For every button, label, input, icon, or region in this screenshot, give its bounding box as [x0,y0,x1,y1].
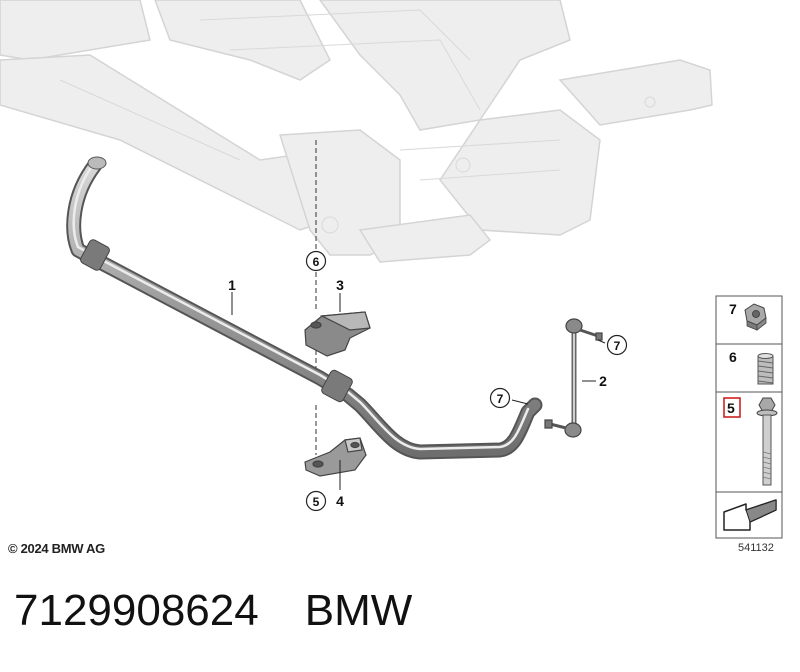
front-axle-subframe [0,0,713,263]
callout-4: 4 [336,493,344,509]
legend-panel: 7 6 [715,295,783,539]
bracket [304,437,367,477]
hex-bolt-icon [756,397,778,486]
svg-text:7: 7 [614,339,621,353]
callout-5-circled: 5 [305,490,327,512]
callout-6-circled: 6 [305,250,327,272]
svg-text:2: 2 [599,373,607,389]
legend-item-7: 7 [729,301,767,331]
stabilizer-link [544,318,603,438]
stabilizer-bar [66,156,543,460]
callout-7-circled-link-bottom: 7 [489,387,511,409]
svg-text:6: 6 [313,255,320,269]
footer: 7129908624 BMW [14,586,412,636]
part-number: 7129908624 [14,586,259,635]
svg-text:6: 6 [729,349,737,365]
svg-text:7: 7 [729,301,737,317]
svg-text:7: 7 [497,392,504,406]
rubber-mounting [304,311,371,357]
arrow-corner-icon [723,499,777,531]
copyright-notice: © 2024 BMW AG [8,541,105,556]
diagram-id: 541132 [738,542,774,554]
brand-name: BMW [304,586,413,635]
svg-text:5: 5 [313,495,320,509]
callout-1: 1 [228,277,236,293]
callout-3: 3 [336,277,344,293]
svg-text:4: 4 [336,493,344,509]
svg-text:3: 3 [336,277,344,293]
callout-2: 2 [599,373,607,389]
svg-text:1: 1 [228,277,236,293]
legend-item-6: 6 [729,349,774,385]
threaded-insert-icon [757,353,774,385]
svg-text:5: 5 [727,400,735,416]
hex-nut-icon [744,303,767,331]
leader-lines [231,292,606,490]
callout-7-circled-link-top: 7 [606,334,628,356]
legend-item-5: 5 [723,397,778,486]
subframe-detail-lines [59,9,656,234]
